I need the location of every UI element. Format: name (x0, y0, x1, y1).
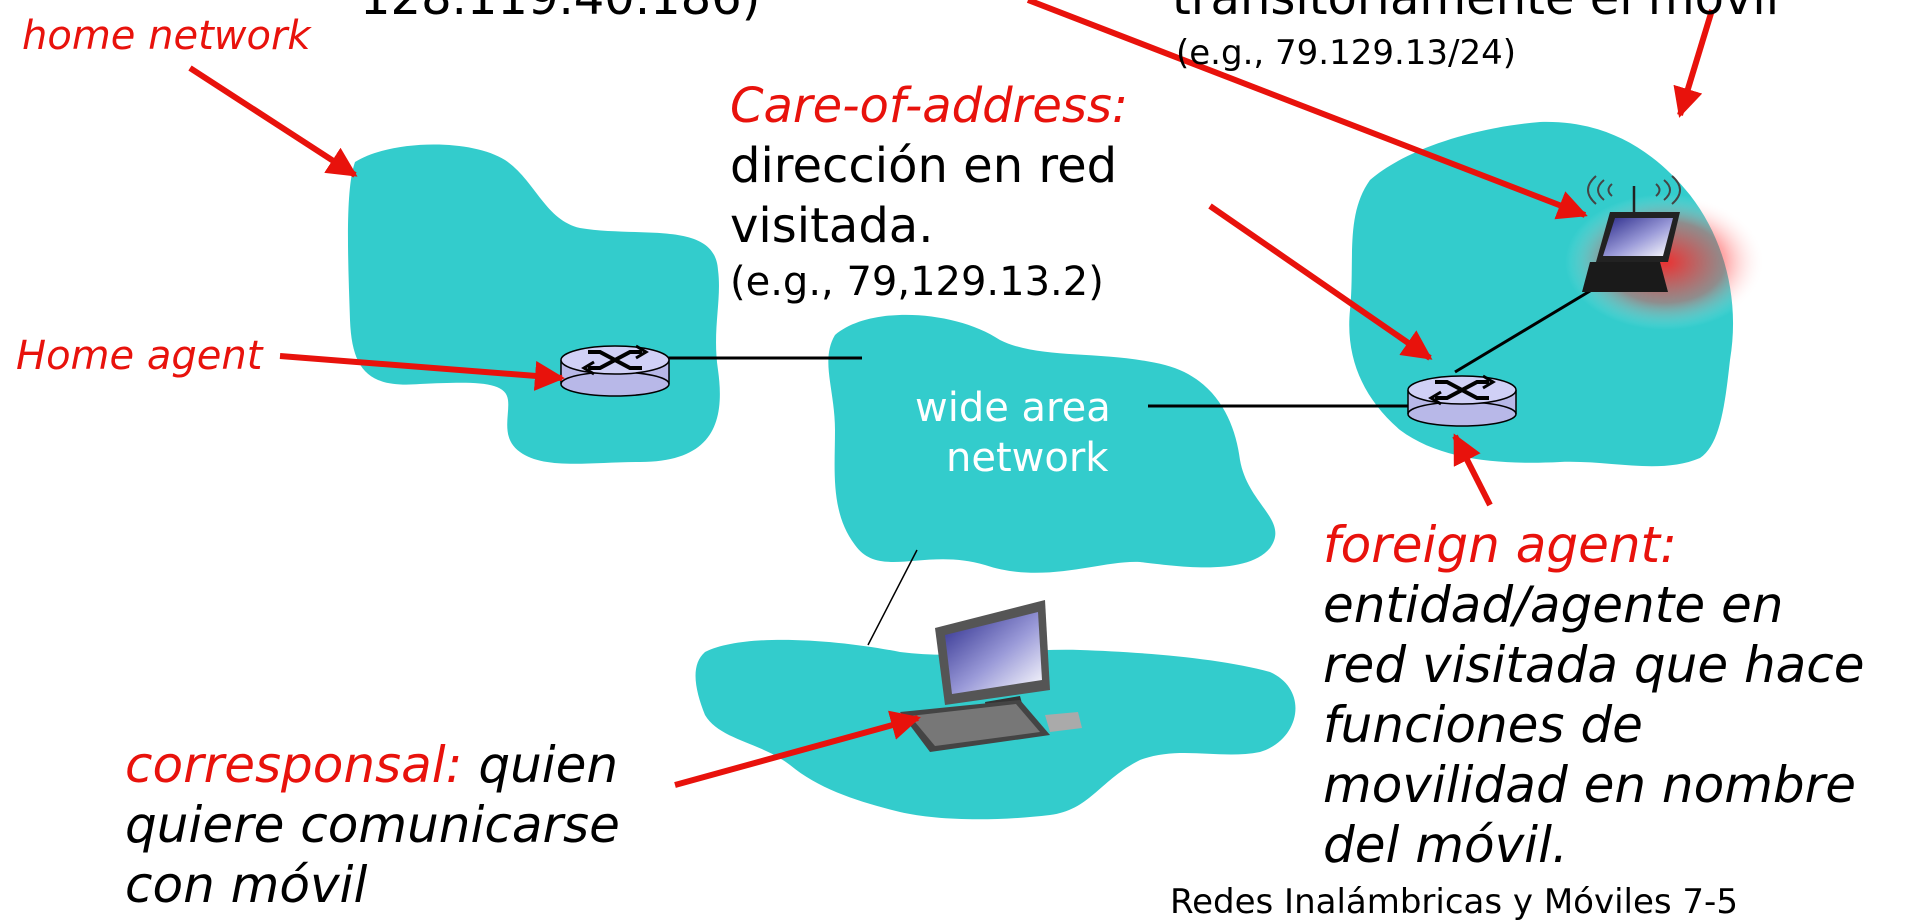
correspondent-title-rest: quien (462, 736, 619, 794)
correspondent-line3: con móvil (125, 856, 368, 914)
foreign-agent-line4: movilidad en nombre (1323, 756, 1856, 814)
care-of-address-example: (e.g., 79,129.13.2) (730, 259, 1104, 305)
arrow-permanent-address (1026, 0, 1588, 220)
foreign-agent-line2: red visitada que hace (1323, 636, 1865, 694)
laptop-icon (1582, 212, 1680, 292)
correspondent-line2: quiere comunicarse (125, 796, 620, 854)
arrow-home-agent (279, 353, 565, 391)
arrow-foreign-agent (1452, 433, 1493, 507)
router-icon (560, 344, 670, 397)
home-agent-label: Home agent (16, 333, 263, 379)
top-left-cut-text: 128.119.40.186) (360, 0, 760, 22)
care-of-address-line1: dirección en red (730, 138, 1118, 194)
foreign-agent-line1: entidad/agente en (1323, 576, 1784, 634)
wan-label-line1: wide area (915, 385, 1111, 431)
care-of-address-line2: visitada. (730, 198, 934, 254)
arrow-home-network (188, 65, 358, 178)
foreign-agent-title: foreign agent: (1323, 516, 1678, 574)
foreign-agent-line3: funciones de (1323, 696, 1643, 754)
arrow-correspondent (674, 710, 921, 788)
arrow-visited-network (1673, 9, 1715, 118)
correspondent-title: corresponsal: (125, 736, 463, 794)
footer-text: Redes Inalámbricas y Móviles 7-5 (1170, 882, 1738, 922)
wide-area-network-cloud (828, 314, 1276, 573)
wan-label-line2: network (946, 435, 1109, 481)
correspondent-line1: corresponsal: quien (125, 740, 618, 790)
home-network-label: home network (22, 13, 311, 59)
wireless-signal-icon (1587, 175, 1681, 212)
router-icon (1407, 374, 1517, 427)
care-of-address-title: Care-of-address: (730, 78, 1129, 134)
arrow-care-of-address (1208, 203, 1433, 361)
top-right-example: (e.g., 79.129.13/24) (1176, 33, 1517, 73)
home-network-cloud (347, 144, 720, 464)
desktop-computer-icon (900, 600, 1082, 752)
foreign-agent-line5: del móvil. (1323, 816, 1568, 874)
top-right-cut-text: transitoriamente el móvil (1172, 0, 1779, 22)
